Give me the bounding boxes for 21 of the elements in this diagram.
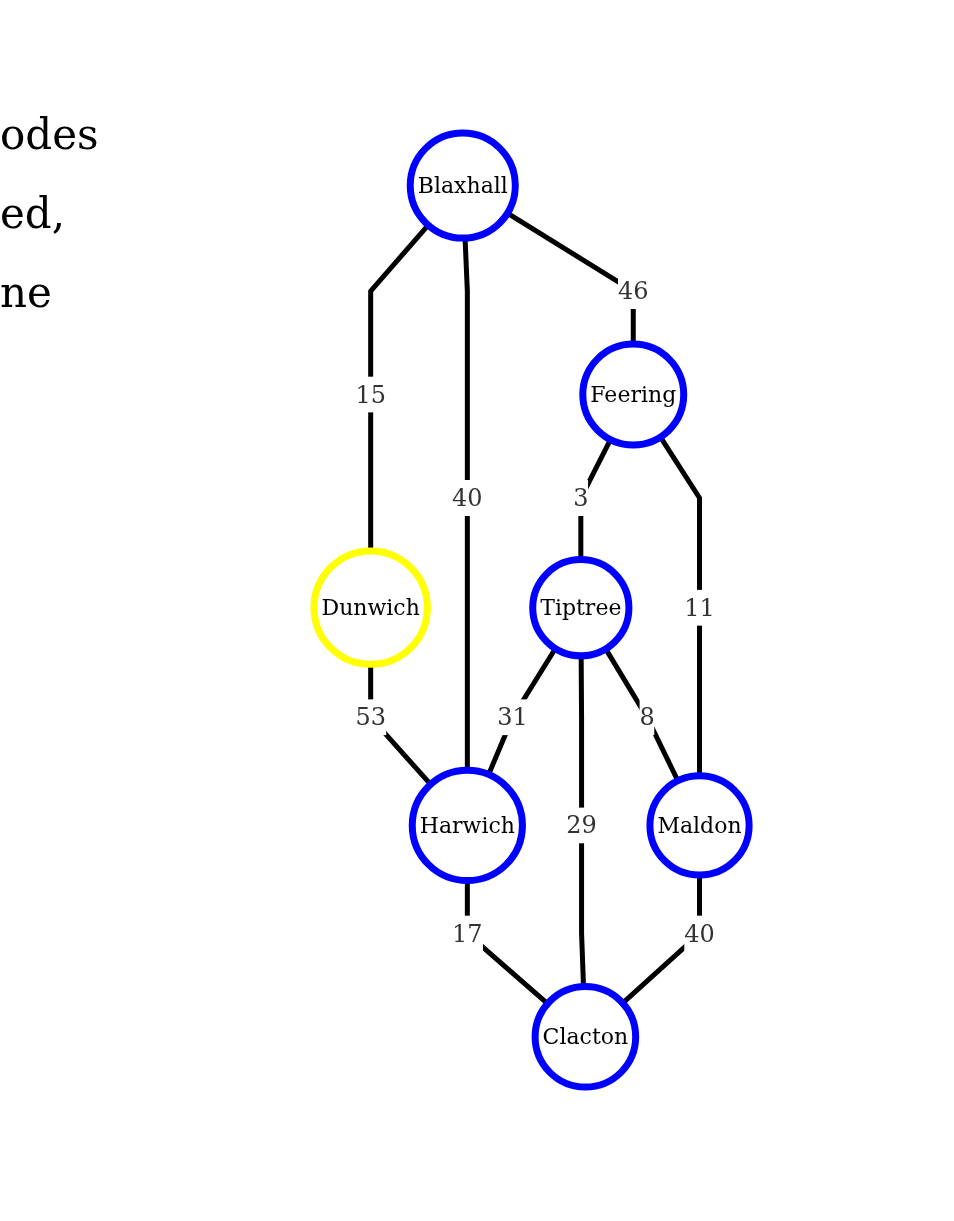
edge-label: 53	[355, 703, 387, 732]
edge-label: 46	[618, 277, 649, 306]
node-circle: Blaxhall	[407, 129, 520, 243]
edge-label: 11	[684, 594, 716, 623]
node-circle: Maldon	[646, 772, 754, 879]
node-circle: Harwich	[409, 767, 527, 885]
edge-label: 40	[452, 484, 484, 513]
text-fragment: ed,	[0, 189, 67, 238]
node-circle: Clacton	[532, 983, 640, 1092]
node-circle: Tiptree	[529, 556, 633, 660]
edge-label: 8	[639, 703, 656, 732]
edge-label: 29	[566, 811, 598, 840]
edge-label: 31	[497, 703, 529, 732]
text-fragment: ne	[0, 268, 53, 317]
edge-label: 40	[684, 919, 716, 948]
node-circle: Dunwich	[310, 547, 432, 669]
node-circle: Feering	[579, 341, 688, 449]
edge-label: 17	[452, 919, 484, 948]
edge-label: 15	[355, 381, 387, 409]
text-fragment: odes	[0, 110, 100, 159]
edge-label: 3	[573, 484, 589, 513]
